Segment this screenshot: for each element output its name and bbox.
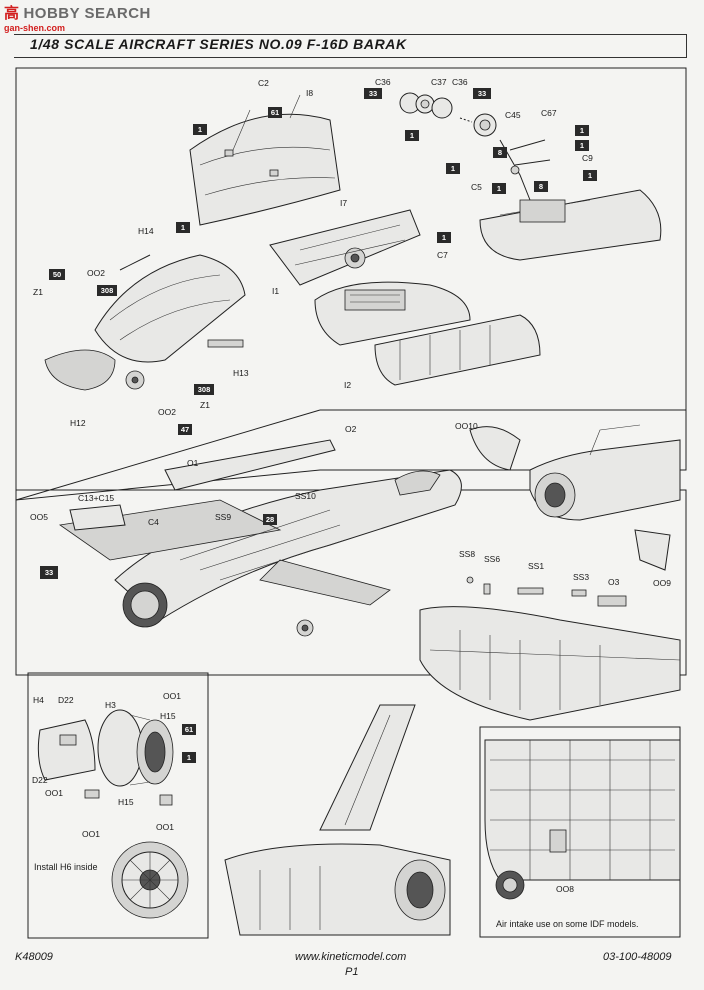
paint-code-box: 8: [493, 147, 507, 158]
logo-cn-char: 高: [4, 5, 20, 22]
fuselage-top-detail: [419, 576, 681, 721]
part-label: C36: [375, 77, 391, 87]
part-label: OO8: [556, 884, 574, 894]
part-label: OO2: [158, 407, 176, 417]
part-label: SS3: [573, 572, 590, 582]
paint-code-box: 308: [194, 384, 214, 395]
footer-code-left: K48009: [15, 951, 53, 963]
part-label: H3: [105, 700, 116, 710]
footer-website: www.kineticmodel.com: [295, 951, 407, 963]
part-label: I8: [306, 88, 314, 98]
part-label: O3: [608, 577, 620, 587]
intake-note: Air intake use on some IDF models.: [496, 919, 639, 929]
part-label: OO1: [156, 822, 174, 832]
part-label: C45: [505, 110, 521, 120]
wheel-parts-c36: [399, 92, 497, 137]
air-intake-assembly: [484, 739, 681, 900]
paint-code-box: 8: [534, 181, 548, 192]
part-label: H15: [160, 711, 176, 721]
part-label: I7: [340, 198, 348, 208]
part-label: SS8: [459, 549, 476, 559]
footer-code-right: 03-100-48009: [603, 951, 672, 963]
title-bar: [14, 34, 687, 58]
tail-fuselage-assembly: [224, 704, 451, 936]
logo-sub: gan-shen.com: [4, 23, 66, 33]
part-label: H15: [118, 797, 134, 807]
paint-code-box: 50: [49, 269, 65, 280]
exhaust-inset-frame: [27, 672, 209, 939]
paint-code-box: 47: [178, 424, 192, 435]
part-label: C2: [258, 78, 269, 88]
main-fuselage-assembly: [58, 439, 462, 637]
paint-code-box: 1: [583, 170, 597, 181]
paint-code-box: 1: [446, 163, 460, 174]
paint-code-box: 33: [364, 88, 382, 99]
part-label: H12: [70, 418, 86, 428]
paint-code-box: 28: [263, 514, 277, 525]
fuselage-bay-upper-left: [189, 94, 341, 226]
part-label: OO10: [455, 421, 478, 431]
part-label: Z1: [200, 400, 210, 410]
part-label: D22: [32, 775, 48, 785]
paint-code-box: 1: [437, 232, 451, 243]
part-label: D22: [58, 695, 74, 705]
part-label: I1: [272, 286, 280, 296]
part-label: Z1: [33, 287, 43, 297]
intake-trunk-part: [44, 254, 246, 391]
part-label: C5: [471, 182, 482, 192]
footer-page-number: P1: [345, 966, 359, 978]
part-label: C7: [437, 250, 448, 260]
engine-section-part: [374, 314, 541, 386]
exhaust-nozzle-assembly: [37, 709, 189, 919]
part-label: H14: [138, 226, 154, 236]
part-label: OO9: [653, 578, 671, 588]
part-label: C67: [541, 108, 557, 118]
logo-text: HOBBY SEARCH: [23, 5, 151, 22]
part-label: OO1: [45, 788, 63, 798]
paint-code-box: 308: [97, 285, 117, 296]
spine-fairing-part: [314, 281, 471, 346]
paint-code-box: 1: [575, 125, 589, 136]
part-label: C36: [452, 77, 468, 87]
paint-code-box: 1: [182, 752, 196, 763]
part-label: C4: [148, 517, 159, 527]
paint-code-box: 61: [268, 107, 282, 118]
part-label: H13: [233, 368, 249, 378]
part-label: SS1: [528, 561, 545, 571]
page-title: 1/48 SCALE AIRCRAFT SERIES NO.09 F-16D B…: [30, 36, 407, 52]
part-label: SS6: [484, 554, 501, 564]
part-label: OO1: [82, 829, 100, 839]
upper-section-frame: [15, 67, 687, 501]
install-note: Install H6 inside: [34, 862, 98, 872]
part-label: O2: [345, 424, 357, 434]
paint-code-box: 33: [473, 88, 491, 99]
part-label: C37: [431, 77, 447, 87]
section-divider: [15, 409, 321, 501]
part-label: I2: [344, 380, 352, 390]
part-label: OO1: [163, 691, 181, 701]
part-label: C9: [582, 153, 593, 163]
paint-code-box: 1: [492, 183, 506, 194]
forward-fuselage-part: [479, 189, 662, 261]
paint-code-box: 1: [176, 222, 190, 233]
cockpit-tub-part: [269, 209, 421, 286]
paint-code-box: 1: [405, 130, 419, 141]
part-label: O1: [187, 458, 199, 468]
paint-code-box: 1: [575, 140, 589, 151]
part-label: SS10: [295, 491, 316, 501]
paint-code-box: 61: [182, 724, 196, 735]
cockpit-canopy-assembly: [469, 424, 681, 571]
hobby-search-logo: 高 HOBBY SEARCH gan-shen.com: [4, 2, 174, 36]
part-label: C13+C15: [78, 493, 115, 503]
part-label: OO5: [30, 512, 48, 522]
part-label: H4: [33, 695, 44, 705]
paint-code-box: 33: [40, 566, 58, 579]
part-label: SS9: [215, 512, 232, 522]
part-label: OO2: [87, 268, 105, 278]
paint-code-box: 1: [193, 124, 207, 135]
